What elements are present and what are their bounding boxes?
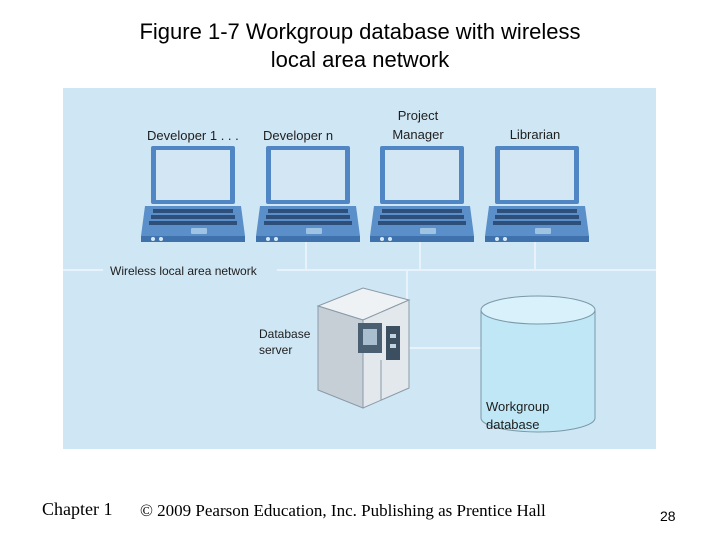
label-project: Project — [398, 108, 439, 123]
label-database: Database — [259, 327, 311, 341]
label-database-2: database — [486, 417, 540, 432]
title-line-2: local area network — [270, 47, 450, 72]
page-number: 28 — [660, 508, 676, 524]
diagram-canvas: Developer 1 . . . Developer n Project Ma… — [63, 108, 656, 433]
title-line-1: Figure 1-7 Workgroup database with wirel… — [139, 19, 581, 44]
workgroup-database-icon — [480, 295, 596, 433]
footer-chapter: Chapter 1 — [42, 499, 113, 519]
database-server-icon — [316, 287, 411, 409]
laptop-librarian — [485, 146, 589, 242]
label-librarian: Librarian — [510, 127, 561, 142]
label-manager: Manager — [392, 127, 444, 142]
network-diagram: Developer 1 . . . Developer n Project Ma… — [63, 88, 656, 449]
laptop-developer-1 — [141, 146, 245, 242]
laptop-project-manager — [370, 146, 474, 242]
label-server: server — [259, 343, 292, 357]
laptop-developer-n — [256, 146, 360, 242]
label-developer-1: Developer 1 . . . — [147, 128, 239, 143]
footer-copyright: © 2009 Pearson Education, Inc. Publishin… — [140, 501, 546, 520]
label-workgroup: Workgroup — [486, 399, 549, 414]
slide-title: Figure 1-7 Workgroup database with wirel… — [40, 18, 680, 74]
label-developer-n: Developer n — [263, 128, 333, 143]
label-wlan: Wireless local area network — [110, 264, 258, 278]
